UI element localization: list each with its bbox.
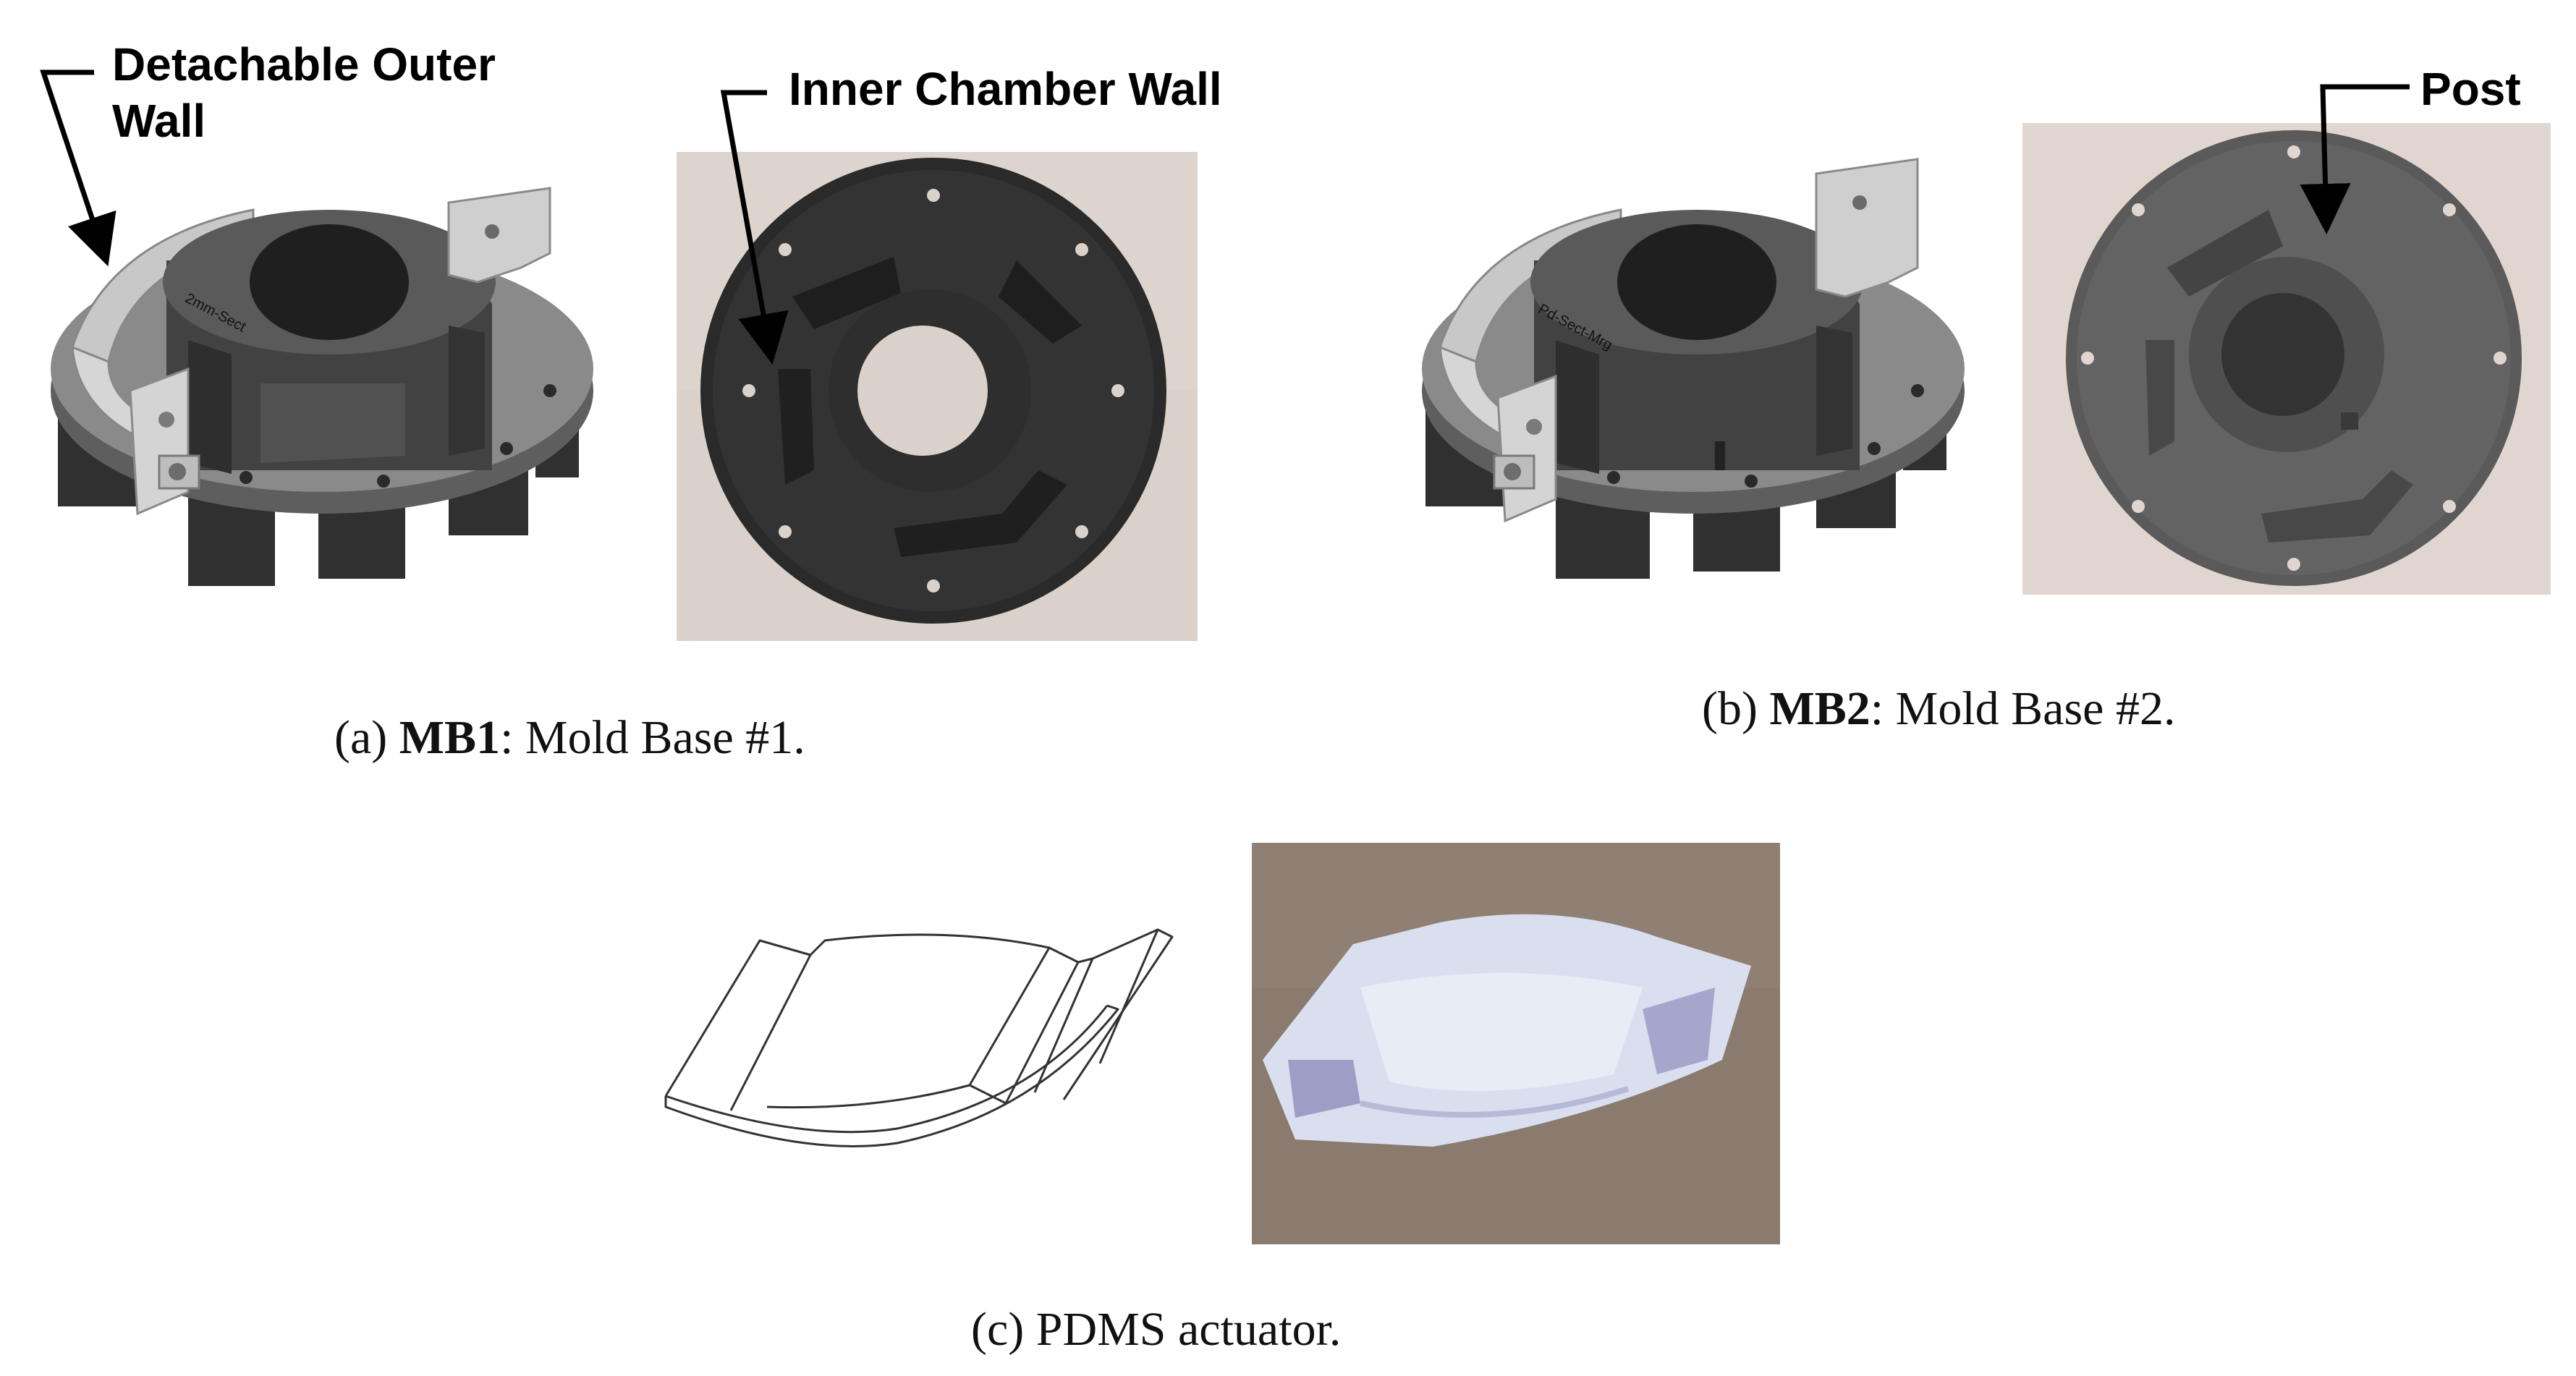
mb2-cad-render: Pd-Sect-Mrg bbox=[1422, 158, 1965, 579]
mb2-photo bbox=[2022, 123, 2551, 595]
mb1-cad-render: 2mm-Sect bbox=[51, 187, 593, 586]
outer-wall-leader bbox=[40, 69, 116, 267]
caption-a-rest: : Mold Base #1. bbox=[500, 711, 805, 764]
caption-b-prefix: (b) bbox=[1702, 682, 1770, 735]
caption-c: (c) PDMS actuator. bbox=[971, 1303, 1342, 1356]
caption-b-rest: : Mold Base #2. bbox=[1870, 682, 2176, 735]
post-callout: Post bbox=[2420, 63, 2521, 115]
outer-wall-callout-line1: Detachable Outer bbox=[112, 38, 496, 90]
inner-chamber-leader bbox=[720, 90, 789, 365]
caption-b: (b) MB2: Mold Base #2. bbox=[1702, 681, 2175, 736]
caption-b-bold: MB2 bbox=[1769, 682, 1870, 735]
actuator-line-drawing bbox=[664, 928, 1174, 1147]
actuator-photo bbox=[1252, 843, 1780, 1244]
caption-a-prefix: (a) bbox=[334, 711, 399, 764]
outer-wall-callout-line2: Wall bbox=[112, 95, 206, 147]
outer-wall-callout: Detachable Outer Wall bbox=[112, 36, 496, 149]
post-leader bbox=[2300, 84, 2410, 234]
mb1-photo bbox=[677, 152, 1198, 641]
caption-a-bold: MB1 bbox=[399, 711, 501, 764]
inner-chamber-callout: Inner Chamber Wall bbox=[789, 63, 1222, 115]
caption-a: (a) MB1: Mold Base #1. bbox=[334, 710, 805, 765]
